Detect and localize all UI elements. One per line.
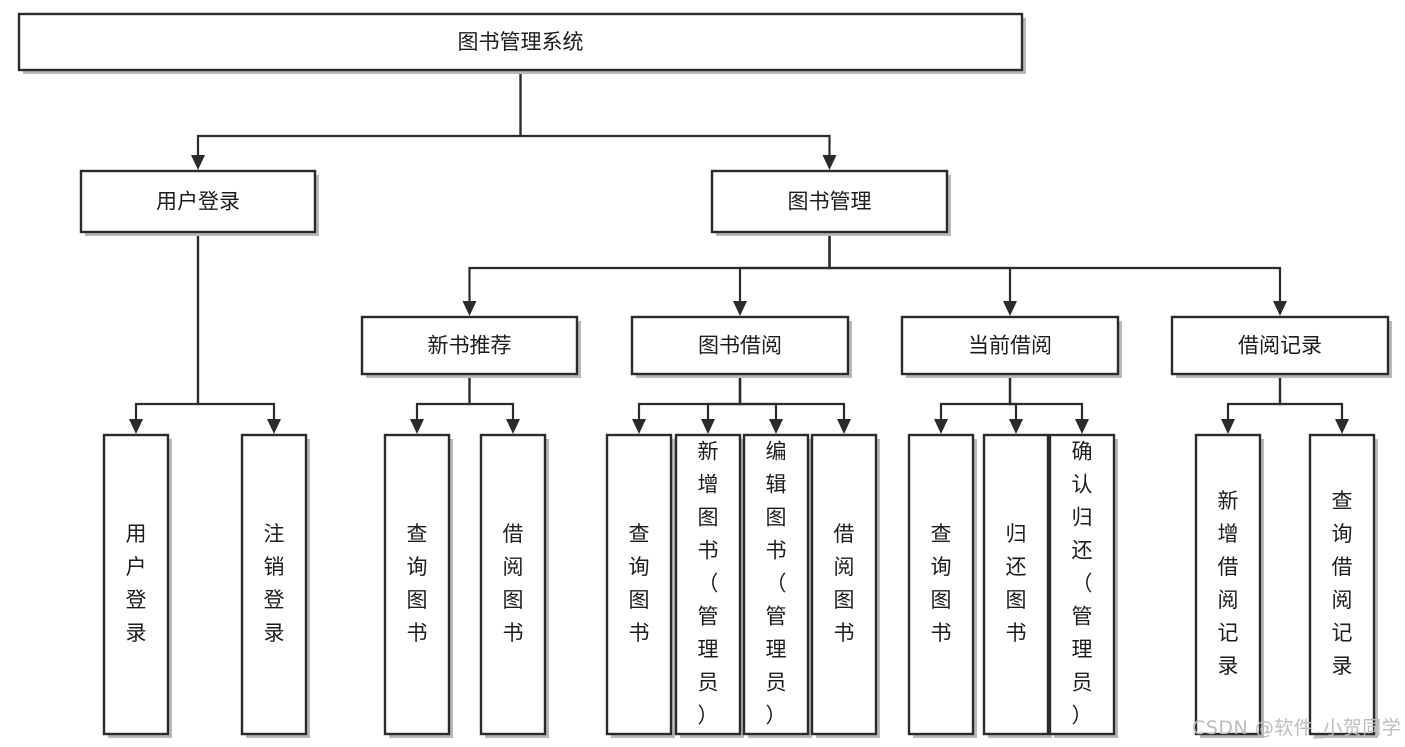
node-label: 确认归还（管理员）	[1072, 440, 1093, 728]
arrow-head-icon	[1273, 301, 1287, 316]
node-leaf-return-book[interactable]: 归还图书	[982, 433, 1052, 738]
node-current-borrow[interactable]: 当前借阅	[900, 315, 1122, 378]
node-leaf-logout[interactable]: 注销登录	[240, 433, 310, 738]
node-label: 当前借阅	[968, 334, 1052, 358]
node-label: 查询图书	[407, 522, 428, 645]
node-root[interactable]: 图书管理系统	[17, 12, 1026, 74]
node-label: 新书推荐	[428, 334, 512, 358]
arrow-head-icon	[1003, 301, 1017, 316]
arrow-head-icon	[1335, 419, 1349, 434]
node-label: 查询图书	[629, 522, 650, 645]
node-label: 用户登录	[126, 522, 147, 645]
node-leaf-add-book[interactable]: 新增图书（管理员）	[674, 433, 744, 738]
node-leaf-query-record[interactable]: 查询借阅记录	[1308, 433, 1378, 738]
node-label: 新增借阅记录	[1218, 489, 1239, 678]
node-label: 图书借阅	[698, 334, 782, 358]
connector-e-bookmanage-currentborrow	[828, 232, 1017, 316]
connector-layer	[129, 70, 1349, 434]
arrow-head-icon	[462, 301, 477, 316]
node-leaf-query-book-3[interactable]: 查询图书	[907, 433, 977, 738]
arrow-head-icon	[822, 155, 837, 170]
node-leaf-borrow-book-1[interactable]: 借阅图书	[479, 433, 549, 738]
node-leaf-edit-book[interactable]: 编辑图书（管理员）	[742, 433, 812, 738]
connector-e-bookmanage-newbook	[462, 232, 831, 316]
node-new-book-rec[interactable]: 新书推荐	[360, 315, 581, 378]
arrow-head-icon	[769, 419, 783, 434]
connector-e-bookmanage-borrowrecord	[828, 232, 1287, 316]
node-label: 查询借阅记录	[1332, 489, 1353, 678]
arrow-head-icon	[267, 419, 281, 434]
arrow-head-icon	[410, 419, 424, 434]
node-leaf-add-record[interactable]: 新增借阅记录	[1194, 433, 1264, 738]
node-label: 图书管理系统	[458, 30, 584, 54]
arrow-head-icon	[1075, 419, 1089, 434]
arrow-head-icon	[191, 155, 205, 170]
node-leaf-confirm-return[interactable]: 确认归还（管理员）	[1048, 433, 1118, 738]
connector-e-record-add	[1221, 374, 1282, 434]
arrow-head-icon	[733, 301, 747, 316]
node-layer: 图书管理系统用户登录图书管理新书推荐图书借阅当前借阅借阅记录用户登录注销登录查询…	[17, 12, 1392, 738]
node-label: 借阅记录	[1238, 334, 1322, 358]
connector-e-record-query	[1278, 374, 1349, 434]
csdn-watermark: CSDN @软件_小贺同学	[1192, 717, 1402, 739]
node-user-login[interactable]: 用户登录	[79, 169, 319, 236]
node-label: 用户登录	[156, 190, 240, 214]
connector-e-current-confirm	[1008, 374, 1089, 434]
node-label: 新增图书（管理员）	[698, 440, 719, 728]
connector-e-newbook-q1	[410, 374, 471, 434]
connector-e-newbook-b1	[468, 374, 520, 434]
node-book-manage[interactable]: 图书管理	[710, 169, 951, 236]
node-label: 图书管理	[788, 190, 872, 214]
node-label: 编辑图书（管理员）	[766, 440, 787, 728]
node-leaf-borrow-book-2[interactable]: 借阅图书	[810, 433, 880, 738]
connector-e-root-userlogin	[191, 70, 522, 170]
node-label: 借阅图书	[503, 522, 524, 645]
node-label: 借阅图书	[834, 522, 855, 645]
arrow-head-icon	[506, 419, 520, 434]
connector-e-current-q3	[934, 374, 1012, 434]
arrow-head-icon	[1221, 419, 1235, 434]
connector-e-root-bookmanage	[519, 70, 837, 170]
node-leaf-query-book-1[interactable]: 查询图书	[383, 433, 453, 738]
node-book-borrow[interactable]: 图书借阅	[630, 315, 852, 378]
arrow-head-icon	[934, 419, 948, 434]
connector-e-bookborrow-b2	[738, 374, 851, 434]
arrow-head-icon	[129, 419, 143, 434]
node-leaf-query-book-2[interactable]: 查询图书	[605, 433, 675, 738]
arrow-head-icon	[632, 419, 646, 434]
arrow-head-icon	[701, 419, 715, 434]
node-label: 查询图书	[931, 522, 952, 645]
connector-e-userlogin-leaf2	[196, 232, 281, 434]
node-borrow-record[interactable]: 借阅记录	[1170, 315, 1392, 378]
connector-e-bookmanage-bookborrow	[733, 232, 831, 316]
node-leaf-user-login[interactable]: 用户登录	[102, 433, 172, 738]
node-label: 注销登录	[264, 522, 285, 645]
node-label: 归还图书	[1006, 522, 1027, 645]
arrow-head-icon	[1009, 419, 1023, 434]
arrow-head-icon	[837, 419, 851, 434]
connector-e-userlogin-leaf1	[129, 232, 200, 434]
